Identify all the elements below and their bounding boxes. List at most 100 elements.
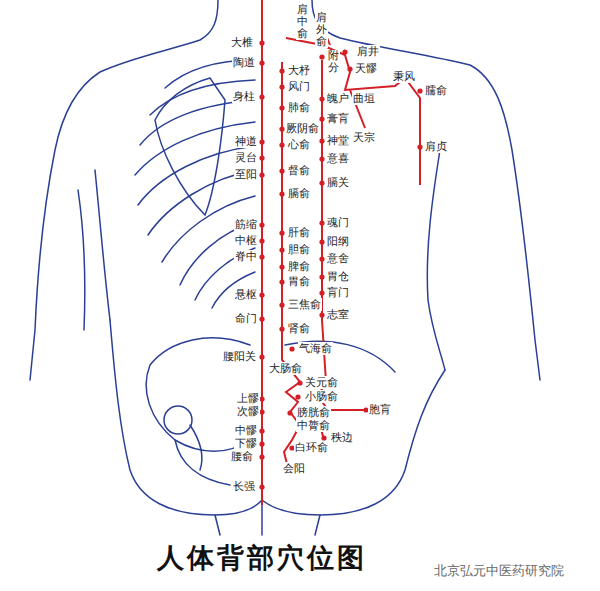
acupoint-label: 意舍 <box>326 252 350 265</box>
acupoint-dot <box>279 279 284 284</box>
acupoint-dot <box>259 396 264 401</box>
acupoint-dot <box>289 346 294 351</box>
acupoint-dot <box>259 454 264 459</box>
acupoint-label: 肓门 <box>326 286 350 299</box>
acupoint-dot <box>259 238 264 243</box>
acupoint-dot <box>279 105 284 110</box>
acupoint-dot <box>342 49 347 54</box>
acupoint-label: 小肠俞 <box>304 390 339 403</box>
acupoint-dot <box>287 410 292 415</box>
acupoint-dot <box>319 116 324 121</box>
acupoint-label: 肺俞 <box>287 101 311 114</box>
acupoint-label: 悬枢 <box>234 288 258 301</box>
acupoint-dot <box>295 394 300 399</box>
acupoint-label: 下髎 <box>234 437 258 450</box>
acupoint-label: 关元俞 <box>304 376 339 389</box>
acupoint-label: 脾俞 <box>287 260 311 273</box>
acupoint-dot <box>347 66 352 71</box>
acupoint-dot <box>259 155 264 160</box>
acupoint-label: 气海俞 <box>298 342 333 355</box>
acupoint-dot <box>279 326 284 331</box>
acupoint-label: 筋缩 <box>234 218 258 231</box>
acupoint-label: 膏肓 <box>326 112 350 125</box>
acupoint-dot <box>279 230 284 235</box>
acupoint-label: 命门 <box>234 312 258 325</box>
acupoint-label: 膀胱俞 <box>296 406 331 419</box>
acupoint-dot <box>279 168 284 173</box>
acupoint-label: 灵台 <box>234 151 258 164</box>
acupoint-label: 心俞 <box>287 138 311 151</box>
acupoint-label: 中膂俞 <box>296 419 331 432</box>
acupoint-dot <box>319 54 324 59</box>
acupoint-dot <box>319 156 324 161</box>
acupoint-label: 意喜 <box>326 152 350 165</box>
acupoint-label: 曲垣 <box>352 92 376 105</box>
diagram-title: 人体背部穴位图 <box>157 540 367 576</box>
acupoint-dot <box>259 409 264 414</box>
acupoint-label: 大杼 <box>287 64 311 77</box>
acupoint-dot <box>279 264 284 269</box>
acupoint-label: 天宗 <box>352 131 376 144</box>
acupoint-label: 腰俞 <box>230 450 254 463</box>
acupoint-dot <box>319 256 324 261</box>
acupoint-dot <box>259 222 264 227</box>
acupoint-label: 魂门 <box>326 216 350 229</box>
acupoint-label: 长强 <box>232 480 256 493</box>
acupoint-label: 附分 <box>327 50 340 74</box>
acupoint-label: 脊中 <box>234 250 258 263</box>
acupoint-dot <box>259 316 264 321</box>
acupoint-dot <box>297 380 302 385</box>
acupoint-label: 胆俞 <box>287 243 311 256</box>
acupoint-dot <box>259 254 264 259</box>
acupoint-dot <box>417 88 422 93</box>
acupoint-dot <box>279 302 284 307</box>
acupoint-dot <box>259 172 264 177</box>
acupoint-label: 腰阳关 <box>222 350 257 363</box>
acupoint-dot <box>279 247 284 252</box>
acupoint-label: 中枢 <box>234 234 258 247</box>
acupoint-label: 会阳 <box>282 462 306 475</box>
acupoint-label: 肩中俞 <box>296 4 309 40</box>
acupoint-label: 肩贞 <box>424 140 448 153</box>
acupoint-dot <box>259 354 264 359</box>
acupoint-label: 厥阴俞 <box>285 122 320 135</box>
acupoint-dot <box>259 94 264 99</box>
acupoint-dot <box>259 484 264 489</box>
acupoint-label: 膈俞 <box>287 187 311 200</box>
acupoint-label: 臑俞 <box>424 84 448 97</box>
acupoint-label: 神堂 <box>326 134 350 147</box>
acupoint-label: 肾俞 <box>287 322 311 335</box>
acupoint-dot <box>321 435 326 440</box>
acupoint-dot <box>279 68 284 73</box>
acupoint-label: 次髎 <box>236 405 260 418</box>
acupoint-dot <box>417 144 422 149</box>
acupoint-label: 白环俞 <box>294 441 329 454</box>
acupoint-label: 督俞 <box>287 164 311 177</box>
acupoint-dot <box>319 180 324 185</box>
acupoint-dot <box>319 274 324 279</box>
acupoint-label: 阳纲 <box>326 235 350 248</box>
watermark: 北京弘元中医药研究院 <box>434 562 564 580</box>
acupoint-dot <box>279 191 284 196</box>
acupoint-dot <box>279 126 284 131</box>
acupoint-dot <box>319 239 324 244</box>
acupoint-dot <box>259 40 264 45</box>
acupoint-dot <box>319 96 324 101</box>
acupoint-dot <box>259 292 264 297</box>
acupoint-label: 身柱 <box>232 90 256 103</box>
acupoint-label: 风门 <box>287 80 311 93</box>
acupoint-label: 神道 <box>234 135 258 148</box>
acupoint-label: 秩边 <box>330 431 354 444</box>
acupoint-dot <box>279 84 284 89</box>
acupoint-label: 中髎 <box>234 424 258 437</box>
acupoint-label: 天髎 <box>354 62 378 75</box>
acupoint-dot <box>319 312 324 317</box>
acupoint-label: 秉风 <box>392 70 416 83</box>
acupoint-dot <box>319 138 324 143</box>
acupoint-dot <box>259 60 264 65</box>
acupoint-label: 胞肓 <box>368 403 392 416</box>
acupoint-label: 肩井 <box>356 45 380 58</box>
acupoint-label: 志室 <box>326 308 350 321</box>
acupoint-dot <box>279 142 284 147</box>
acupoint-dot <box>319 290 324 295</box>
